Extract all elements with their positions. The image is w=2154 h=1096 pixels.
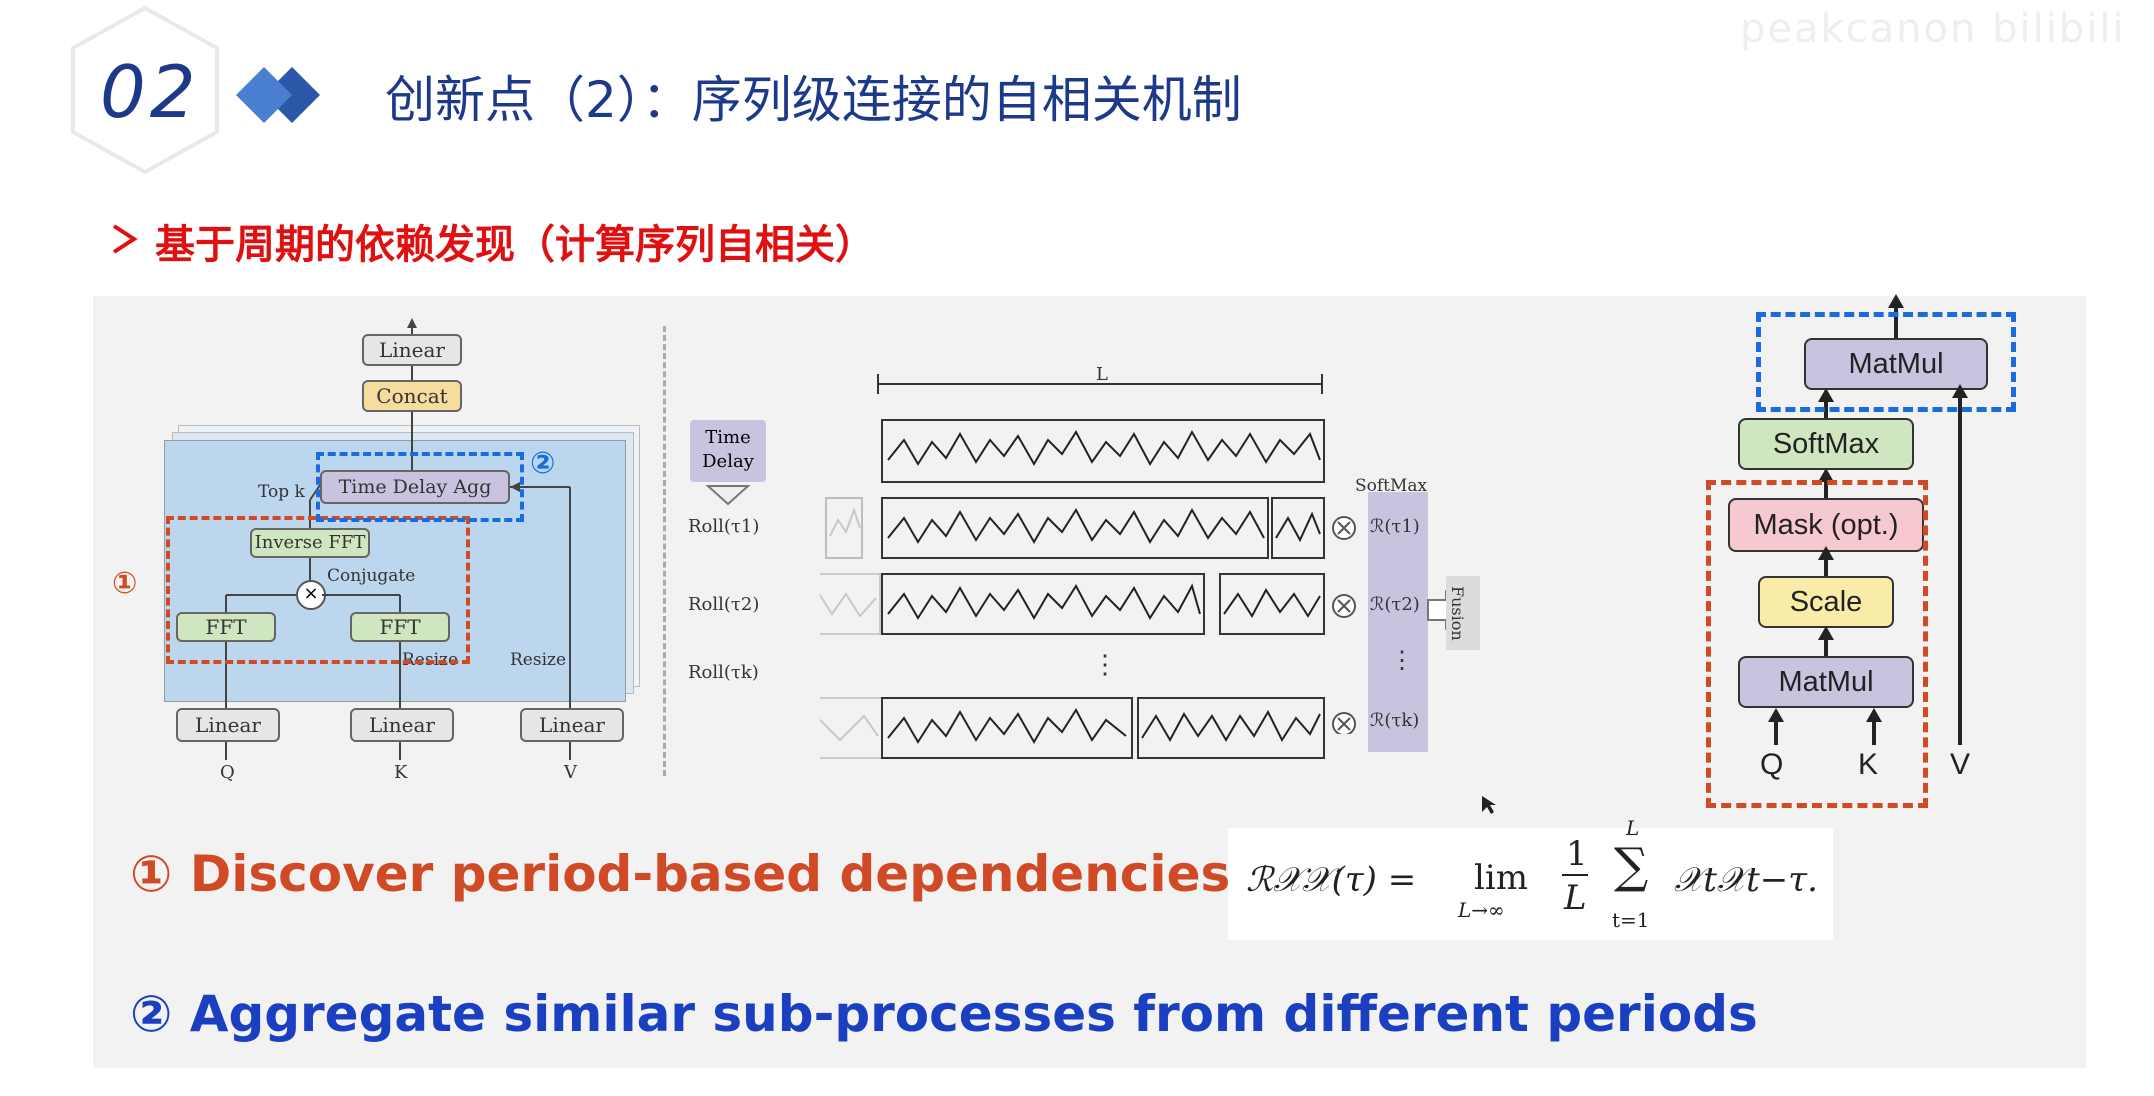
left-diagram-connectors xyxy=(225,318,571,760)
time-delay-box: Time Delay xyxy=(690,420,766,482)
roll-tau1-label: Roll(τ1) xyxy=(688,516,760,537)
subtitle: 基于周期的依赖发现（计算序列自相关） xyxy=(155,222,875,268)
right-diagram-arrows xyxy=(1768,294,1968,745)
v-label-right: V xyxy=(1950,748,1971,781)
divider xyxy=(663,326,666,776)
formula-lim-sub: L→∞ xyxy=(1458,898,1505,922)
matmul-bottom-box: MatMul xyxy=(1738,656,1914,708)
roll-tau2-label: Roll(τ2) xyxy=(688,594,760,615)
softmax-column xyxy=(1368,492,1428,752)
linear-q-box: Linear xyxy=(176,708,280,742)
formula-sum-bottom: t=1 xyxy=(1612,908,1650,932)
linear-top-box: Linear xyxy=(362,334,462,366)
length-span-icon xyxy=(877,374,1323,394)
down-arrow-icon xyxy=(706,485,750,506)
point-2: ② Aggregate similar sub-processes from d… xyxy=(130,985,1758,1043)
r-tau2-label: ℛ(τ2) xyxy=(1370,594,1420,615)
q-label-right: Q xyxy=(1760,748,1784,781)
arrow-bullet-icon xyxy=(112,224,138,254)
r-tauk-label: ℛ(τk) xyxy=(1370,710,1420,731)
v-input-label: V xyxy=(564,762,577,783)
autocorrelation-formula: ℛ𝒳𝒳(τ) = lim L→∞ 1 L L ∑ t=1 𝒳t𝒳t−τ. xyxy=(1228,816,1833,940)
marker-2: ② xyxy=(530,446,556,481)
formula-frac-bar xyxy=(1562,874,1588,876)
length-label: L xyxy=(1096,364,1108,385)
formula-lim: lim xyxy=(1474,858,1528,898)
time-series-plots xyxy=(820,419,1325,759)
scale-box: Scale xyxy=(1758,576,1894,628)
cursor-icon xyxy=(1482,796,1496,814)
formula-frac-den: L xyxy=(1564,878,1587,918)
k-input-label: K xyxy=(394,762,408,783)
matmul-top-box: MatMul xyxy=(1804,338,1988,390)
softmax-label: SoftMax xyxy=(1355,476,1428,496)
roll-tauk-label: Roll(τk) xyxy=(688,662,759,683)
r-tau1-label: ℛ(τ1) xyxy=(1370,516,1420,537)
k-label-right: K xyxy=(1858,748,1879,781)
resize-label-v: Resize xyxy=(510,650,567,670)
section-number: 02 xyxy=(100,50,200,134)
formula-term: 𝒳t𝒳t−τ. xyxy=(1674,860,1818,900)
fusion-label: Fusion xyxy=(1448,586,1467,641)
dashed-box-blue-right xyxy=(1756,312,2016,412)
formula-sum: ∑ xyxy=(1614,838,1649,894)
formula-frac-num: 1 xyxy=(1566,834,1588,874)
multiply-nodes-icon xyxy=(1332,516,1356,734)
fusion-box xyxy=(1446,576,1480,650)
softmax-box: SoftMax xyxy=(1738,418,1914,470)
formula-sum-top: L xyxy=(1626,816,1640,840)
q-input-label: Q xyxy=(220,762,235,783)
vertical-dots-softmax: ⋮ xyxy=(1390,646,1414,674)
fft-box-q: FFT xyxy=(176,612,276,642)
dashed-box-blue-left xyxy=(316,452,524,522)
conjugate-label: Conjugate xyxy=(327,566,416,586)
dashed-box-red-right xyxy=(1706,480,1928,808)
diamond-icon xyxy=(236,67,320,123)
concat-box: Concat xyxy=(362,380,462,412)
page-title: 创新点（2）：序列级连接的自相关机制 xyxy=(385,71,1242,129)
watermark: peakcanon bilibili xyxy=(1740,6,2126,52)
fft-box-k: FFT xyxy=(350,612,450,642)
formula-lhs: ℛ𝒳𝒳(τ) = xyxy=(1246,860,1417,900)
inverse-fft-box: Inverse FFT xyxy=(250,528,370,558)
dashed-box-red-left xyxy=(166,516,470,664)
linear-k-box: Linear xyxy=(350,708,454,742)
time-delay-agg-box: Time Delay Agg xyxy=(320,470,510,504)
vertical-dots-mid: ⋮ xyxy=(1092,650,1118,680)
marker-1: ① xyxy=(112,566,138,601)
hexagon-badge-icon xyxy=(71,5,219,175)
top-k-label: Top k xyxy=(258,482,305,502)
linear-v-box: Linear xyxy=(520,708,624,742)
point-1: ① Discover period-based dependencies xyxy=(130,845,1231,903)
mask-box: Mask (opt.) xyxy=(1728,498,1924,552)
